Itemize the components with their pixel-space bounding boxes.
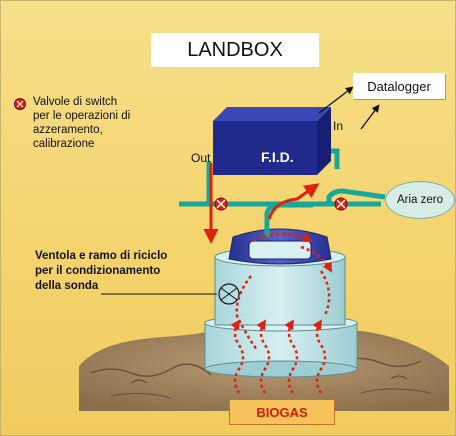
legend-line: calibrazione: [33, 138, 95, 150]
datalogger-arrows: [318, 86, 380, 130]
red-x-circle-icon: [14, 98, 26, 110]
legend-line: Valvole di switch: [33, 96, 118, 108]
flow-arrows: [203, 163, 320, 244]
aria-zero-inlet: Aria zero: [385, 181, 455, 219]
fid-label: F.I.D.: [261, 149, 294, 165]
page-title: LANDBOX: [151, 33, 319, 67]
fan-caption: Ventola e ramo di riciclo per il condizi…: [35, 249, 215, 294]
fid-box: [213, 107, 331, 175]
fan-caption-line: Ventola e ramo di riciclo: [35, 250, 168, 262]
port-out-label: Out: [191, 151, 211, 165]
biogas-flow: [230, 232, 333, 394]
probe-cap: [228, 228, 332, 265]
fan-icon: [218, 283, 240, 305]
fan-caption-line: per il condizionamento: [35, 265, 161, 277]
fan-caption-line: della sonda: [35, 280, 99, 292]
valve-left: [214, 197, 228, 211]
valve-legend: Valvole di switch per le operazioni di a…: [33, 95, 171, 151]
datalogger-box: Datalogger: [353, 73, 445, 99]
probe-body: [204, 247, 358, 378]
legend-line: azzeramento,: [33, 124, 103, 136]
valve-right: [334, 197, 348, 211]
port-in-label: In: [333, 119, 344, 133]
biogas-label: BIOGAS: [229, 399, 335, 425]
legend-line: per le operazioni di: [33, 110, 131, 122]
